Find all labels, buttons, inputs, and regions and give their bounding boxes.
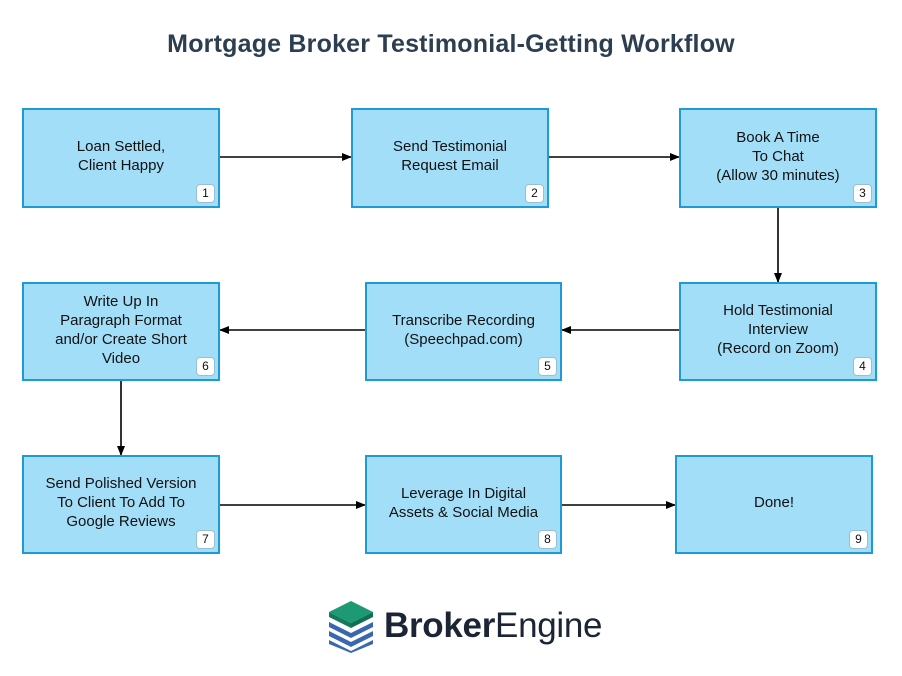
- step-5-number: 5: [538, 357, 557, 376]
- step-5-box: Transcribe Recording(Speechpad.com) 5: [365, 282, 562, 381]
- step-6-number: 6: [196, 357, 215, 376]
- step-1-label: Loan Settled,Client Happy: [76, 138, 166, 174]
- step-2-number: 2: [525, 184, 544, 203]
- diagram-title: Mortgage Broker Testimonial-Getting Work…: [167, 30, 735, 58]
- step-9-label: Done!: [753, 494, 795, 511]
- step-1-number: 1: [196, 184, 215, 203]
- step-1-box: Loan Settled,Client Happy 1: [22, 108, 220, 208]
- step-5-label: Transcribe Recording(Speechpad.com): [392, 311, 535, 348]
- logo-wordmark: BrokerEngine: [384, 606, 603, 646]
- step-4-number: 4: [853, 357, 872, 376]
- step-3-number: 3: [853, 184, 872, 203]
- step-9-number: 9: [849, 530, 868, 549]
- brokerengine-logo: BrokerEngine: [328, 596, 603, 656]
- step-9-box: Done! 9: [675, 455, 873, 554]
- logo-word-broker: Broker: [384, 606, 496, 645]
- step-7-number: 7: [196, 530, 215, 549]
- logo-word-engine: Engine: [495, 606, 603, 645]
- step-8-number: 8: [538, 530, 557, 549]
- layered-stack-icon: [329, 601, 373, 653]
